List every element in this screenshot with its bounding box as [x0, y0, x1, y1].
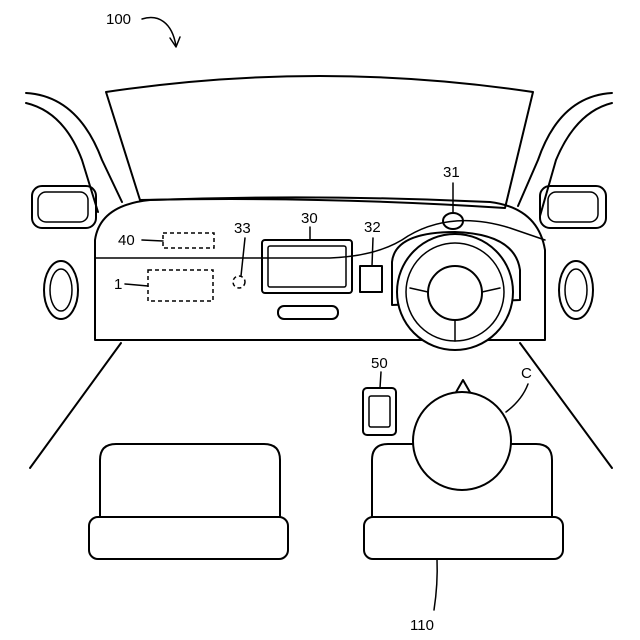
- terminal-body: [363, 388, 396, 435]
- label-33: 33: [234, 220, 251, 237]
- steering-assembly: [392, 232, 520, 350]
- right-air-vent: [559, 261, 593, 319]
- center-air-vent: [278, 306, 338, 319]
- sensor-33: [233, 276, 245, 288]
- left-seat-backrest: [100, 444, 280, 518]
- sensor-unit: 33: [233, 220, 251, 288]
- leader-1: [125, 284, 148, 286]
- right-pillar-outer: [518, 93, 612, 206]
- left-side-mirror: [32, 186, 96, 228]
- label-50: 50: [371, 355, 388, 372]
- camera-unit: 31: [443, 164, 463, 229]
- right-vent-inner: [565, 269, 587, 311]
- leader-33: [241, 238, 245, 276]
- display-unit: 30: [262, 210, 352, 293]
- label-31: 31: [443, 164, 460, 181]
- leader-32: [372, 238, 373, 266]
- leader-110: [434, 559, 437, 610]
- leader-50: [380, 372, 381, 388]
- right-floor-line: [520, 343, 612, 468]
- label-32: 32: [364, 219, 381, 236]
- label-110: 110: [410, 617, 434, 634]
- leader-100: [142, 18, 176, 46]
- speaker-unit: 32: [360, 219, 382, 292]
- display-screen: [268, 246, 346, 287]
- right-pillar-inner: [540, 103, 612, 216]
- leader-40: [142, 240, 163, 241]
- controller-box: [148, 270, 213, 301]
- mobile-terminal: 50: [363, 355, 396, 435]
- floor-lines: [30, 343, 612, 468]
- left-vent-inner: [50, 269, 72, 311]
- left-floor-line: [30, 343, 121, 468]
- label-40: 40: [118, 232, 135, 249]
- leader-C: [506, 384, 528, 412]
- label-100: 100: [106, 11, 131, 28]
- left-mirror-glass: [38, 192, 88, 222]
- right-mirror-glass: [548, 192, 598, 222]
- windshield: [106, 76, 533, 208]
- vehicle-reference: 100: [106, 11, 180, 47]
- occupant-head: [413, 392, 511, 490]
- label-30: 30: [301, 210, 318, 227]
- left-seat-cushion: [89, 517, 288, 559]
- controller-unit: 1: [114, 270, 213, 301]
- left-air-vent: [44, 261, 78, 319]
- occupant: C: [413, 365, 532, 490]
- hidden-unit: 40: [118, 232, 214, 249]
- display-bezel: [262, 240, 352, 293]
- label-1: 1: [114, 276, 122, 293]
- right-side-mirror: [540, 186, 606, 228]
- left-seat: [89, 444, 288, 559]
- unit-32-box: [360, 266, 382, 292]
- terminal-screen: [369, 396, 390, 427]
- label-C: C: [521, 365, 532, 382]
- right-seat-cushion: [364, 517, 563, 559]
- unit-40-box: [163, 233, 214, 248]
